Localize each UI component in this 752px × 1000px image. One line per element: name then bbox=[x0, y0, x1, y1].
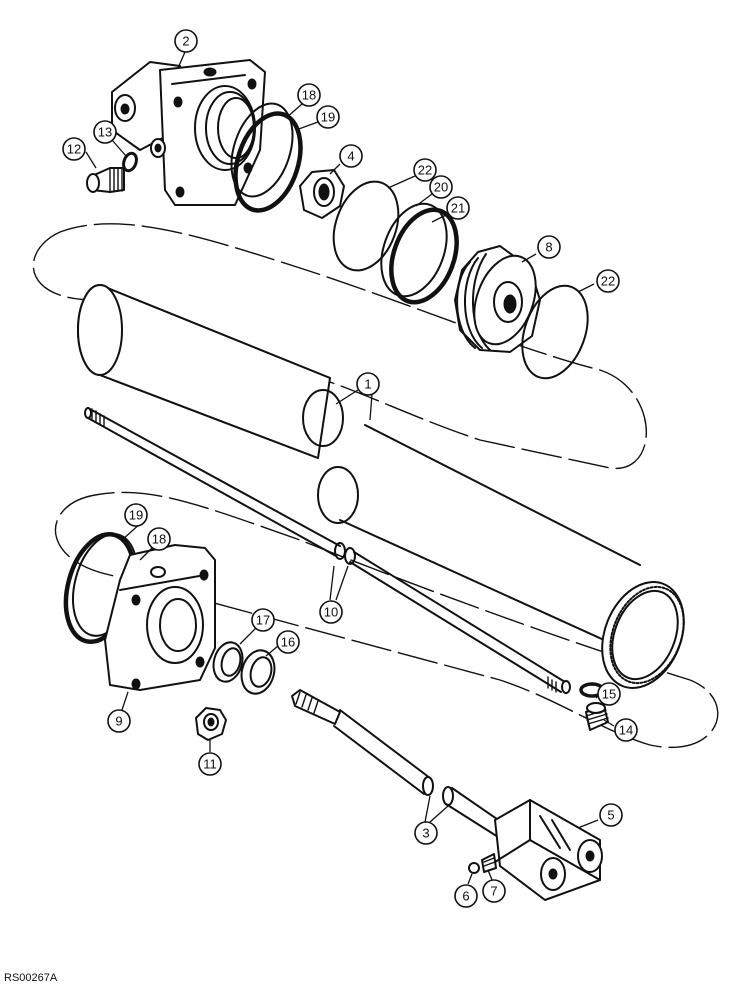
callout-label: 18 bbox=[152, 532, 166, 547]
callout-label: 11 bbox=[203, 757, 217, 772]
callout-label: 10 bbox=[324, 605, 338, 620]
callout-label: 3 bbox=[422, 826, 429, 841]
wear-ring-22-lower bbox=[521, 284, 589, 380]
callout-label: 18 bbox=[302, 88, 316, 103]
plug-part-12 bbox=[86, 167, 125, 193]
callout-label: 15 bbox=[602, 687, 616, 702]
callout-18-lower: 18 bbox=[147, 527, 171, 551]
nut-part-4 bbox=[299, 169, 345, 219]
callout-5: 5 bbox=[599, 803, 623, 827]
seal-ring-18-upper bbox=[230, 102, 294, 198]
piston-part-8 bbox=[454, 245, 541, 353]
wear-ring-22-upper bbox=[332, 180, 400, 272]
callout-16: 16 bbox=[276, 630, 300, 654]
lower-group-boundary bbox=[54, 491, 719, 748]
callout-4: 4 bbox=[339, 144, 363, 168]
callout-7: 7 bbox=[482, 879, 506, 903]
callout-14: 14 bbox=[614, 718, 638, 742]
o-ring-19-upper bbox=[233, 111, 303, 213]
callout-label: 14 bbox=[619, 723, 633, 738]
callout-13: 13 bbox=[93, 120, 117, 144]
o-ring-part-13 bbox=[122, 151, 138, 173]
callout-label: 7 bbox=[490, 884, 497, 899]
set-screw-part-7 bbox=[481, 853, 497, 873]
callout-1: 1 bbox=[356, 372, 380, 396]
plug-part-14 bbox=[585, 702, 609, 731]
callout-label: 19 bbox=[129, 508, 143, 523]
figure-code: RS00267A bbox=[4, 972, 58, 984]
callout-label: 8 bbox=[545, 240, 552, 255]
callout-18-upper: 18 bbox=[297, 83, 321, 107]
callout-20: 20 bbox=[429, 175, 453, 199]
callout-3: 3 bbox=[414, 821, 438, 845]
nut-part-11 bbox=[195, 707, 227, 741]
callout-label: 20 bbox=[434, 180, 448, 195]
callout-label: 2 bbox=[182, 34, 189, 49]
callout-label: 5 bbox=[607, 808, 614, 823]
barrel-part-1 bbox=[77, 284, 685, 689]
callout-label: 4 bbox=[347, 149, 354, 164]
callout-label: 21 bbox=[451, 201, 465, 216]
tie-rod-part-10 bbox=[84, 407, 571, 694]
wiper-part-17 bbox=[212, 641, 244, 683]
callout-17: 17 bbox=[251, 608, 275, 632]
callout-22-lower: 22 bbox=[596, 269, 620, 293]
wiper-inner-part-17 bbox=[220, 647, 242, 677]
callout-6: 6 bbox=[454, 884, 478, 908]
callout-8: 8 bbox=[537, 235, 561, 259]
callout-10: 10 bbox=[319, 600, 343, 624]
callout-19-upper: 19 bbox=[316, 105, 340, 129]
callout-9: 9 bbox=[107, 709, 131, 733]
seal-part-16 bbox=[240, 649, 276, 695]
rod-clevis-part-5 bbox=[494, 799, 603, 901]
callout-15: 15 bbox=[597, 682, 621, 706]
callout-label: 12 bbox=[67, 142, 81, 157]
callout-label: 22 bbox=[601, 274, 615, 289]
callout-19-lower: 19 bbox=[124, 503, 148, 527]
callout-22-upper: 22 bbox=[413, 158, 437, 182]
callout-label: 22 bbox=[418, 163, 432, 178]
callout-label: 9 bbox=[115, 714, 122, 729]
rod-end-head-part-9 bbox=[63, 531, 216, 691]
callout-label: 19 bbox=[321, 110, 335, 125]
callout-label: 1 bbox=[364, 377, 371, 392]
base-end-part-2 bbox=[111, 59, 266, 206]
callout-label: 17 bbox=[256, 613, 270, 628]
seal-part-21 bbox=[389, 207, 459, 305]
ball-part-6 bbox=[468, 862, 480, 874]
callout-label: 6 bbox=[462, 889, 469, 904]
callout-2: 2 bbox=[174, 29, 198, 53]
callout-label: 16 bbox=[281, 635, 295, 650]
callout-21: 21 bbox=[446, 196, 470, 220]
seal-inner-part-16 bbox=[249, 656, 273, 688]
callout-12: 12 bbox=[62, 137, 86, 161]
callout-11: 11 bbox=[198, 752, 222, 776]
callout-label: 13 bbox=[98, 125, 112, 140]
leader-lines bbox=[85, 51, 615, 885]
piston-rod-part-3 bbox=[291, 689, 511, 843]
